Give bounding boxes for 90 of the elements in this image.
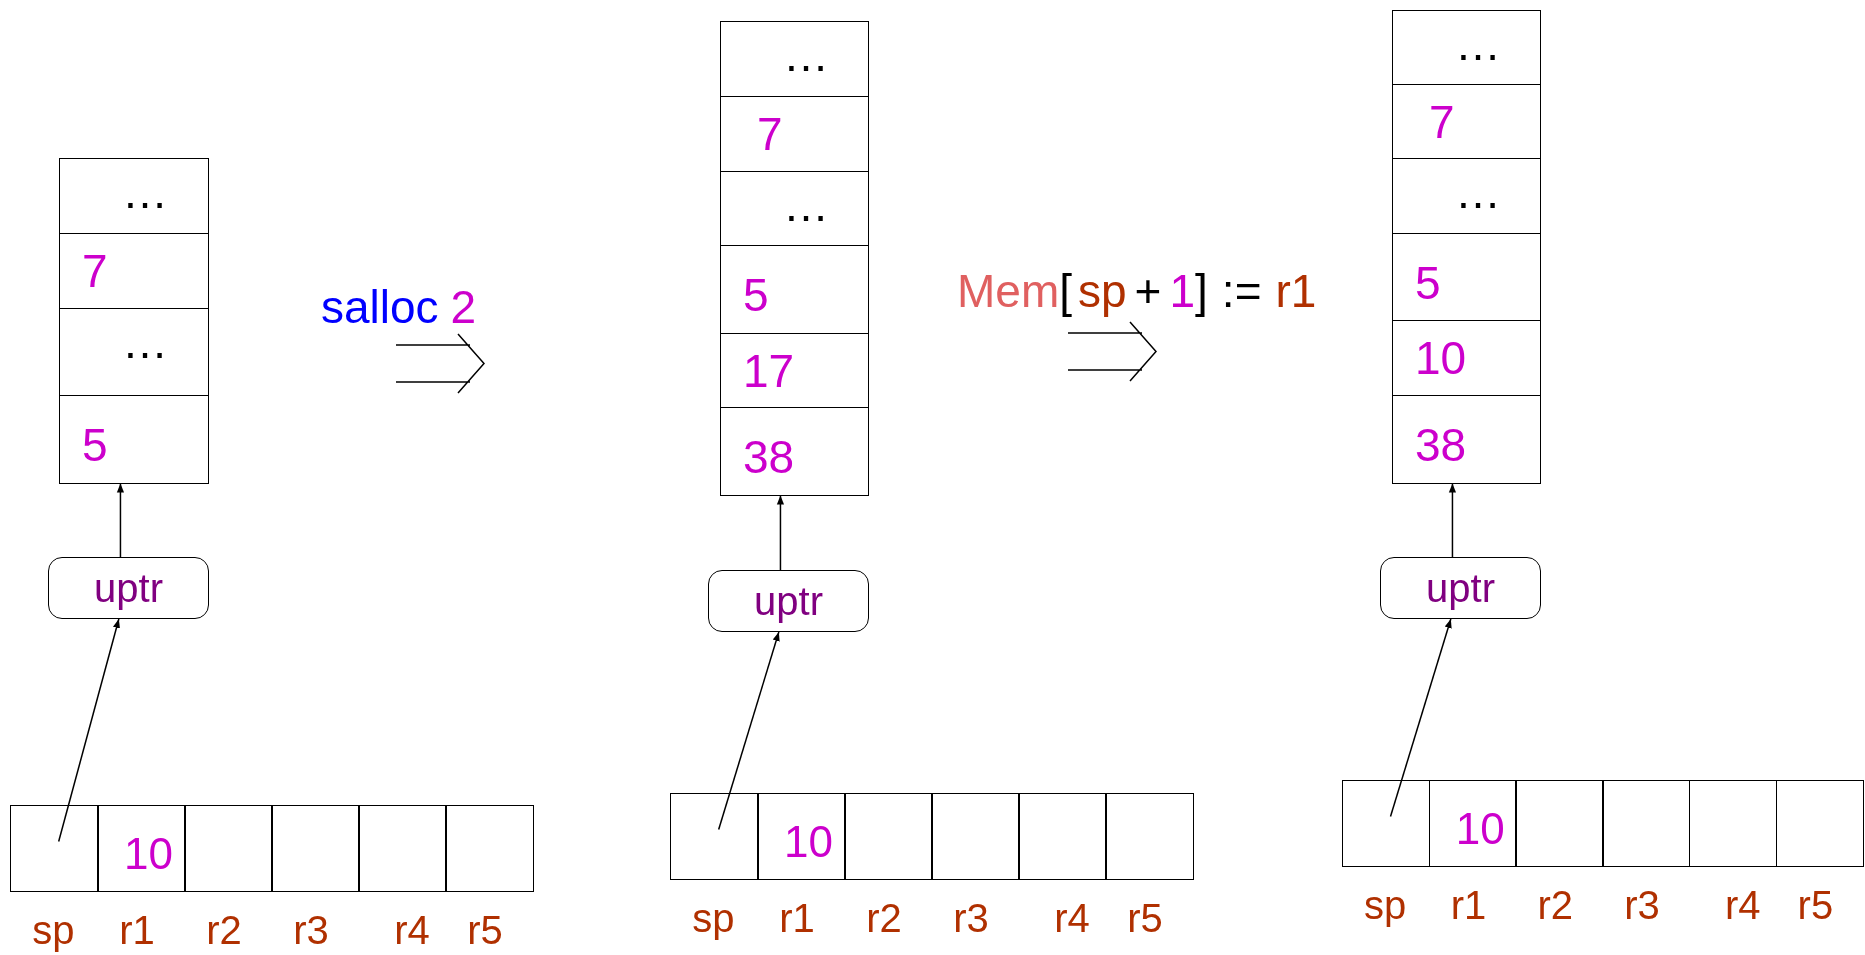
stack-cell <box>59 158 209 235</box>
assignment-text: Mem <box>957 268 1060 314</box>
stack-cell <box>720 333 869 409</box>
arrow <box>57 618 120 843</box>
register-name: r4 <box>394 910 430 950</box>
value-text: … <box>783 32 829 78</box>
pointer-name: uptr <box>754 581 823 621</box>
value-text: … <box>783 182 829 228</box>
instruction-text: salloc <box>321 284 439 330</box>
register-name: r1 <box>1450 885 1487 925</box>
value-text: 7 <box>1429 99 1455 145</box>
register-name: r1 <box>119 910 155 950</box>
arrow <box>776 494 785 571</box>
value-text: 5 <box>743 272 769 318</box>
stack-cell <box>1392 395 1541 484</box>
register-name: r4 <box>1054 898 1090 938</box>
value-text: 10 <box>124 832 173 876</box>
register-cell <box>271 805 360 892</box>
stack-cell <box>59 308 209 397</box>
register-cell <box>10 805 99 892</box>
stack-cell <box>59 395 209 484</box>
pointer-box <box>708 570 869 632</box>
register-cell <box>97 805 186 892</box>
stack-cell <box>1392 320 1541 397</box>
register-name: r5 <box>1797 885 1834 925</box>
value-text: 38 <box>1415 422 1467 468</box>
value-text: 10 <box>1415 335 1467 381</box>
register-name: sp <box>32 910 75 950</box>
value-text: … <box>122 319 168 365</box>
register-cell <box>358 805 447 892</box>
pointer-box <box>48 557 209 619</box>
stack-cell <box>720 96 869 173</box>
pointer-name: uptr <box>1426 568 1495 608</box>
stack-cell <box>1392 233 1541 322</box>
register-name: r3 <box>1624 885 1660 925</box>
register-cell <box>1515 780 1604 867</box>
instruction-text: 2 <box>450 284 477 330</box>
pointer-box <box>1380 557 1541 619</box>
value-text: 10 <box>1455 807 1505 851</box>
assignment-text: + <box>1134 268 1162 314</box>
register-cell <box>670 793 759 880</box>
register-cell <box>184 805 273 892</box>
value-text: 17 <box>743 348 795 394</box>
assignment-text: r1 <box>1275 268 1317 314</box>
register-name: r3 <box>293 910 329 950</box>
register-name: r2 <box>206 910 242 950</box>
value-text: 7 <box>82 248 108 294</box>
register-name: r5 <box>1127 898 1163 938</box>
stack-cell <box>720 171 869 247</box>
value-text: 5 <box>1415 260 1441 306</box>
value-text: 10 <box>784 820 833 864</box>
register-cell <box>757 793 846 880</box>
arrow <box>1389 618 1452 818</box>
register-cell <box>1428 780 1517 867</box>
arrow <box>717 631 780 831</box>
register-name: r4 <box>1724 885 1761 925</box>
arrow <box>1448 482 1457 558</box>
register-cell <box>931 793 1020 880</box>
assignment-text: 1 <box>1169 268 1196 314</box>
stack-cell <box>720 245 869 335</box>
value-text: … <box>1455 169 1501 215</box>
stack-cell <box>1392 10 1541 86</box>
stack-cell <box>59 233 209 310</box>
register-cell <box>1602 780 1691 867</box>
register-cell <box>1775 780 1864 867</box>
register-name: r2 <box>866 898 902 938</box>
register-cell <box>445 805 534 892</box>
value-text: 5 <box>82 422 108 468</box>
register-name: r2 <box>1537 885 1574 925</box>
stack-cell <box>720 21 869 98</box>
value-text: … <box>1455 21 1501 67</box>
register-name: r1 <box>779 898 815 938</box>
arrow <box>116 482 125 558</box>
value-text: 7 <box>757 111 783 157</box>
register-cell <box>1105 793 1194 880</box>
register-name: sp <box>1364 885 1407 925</box>
pointer-name: uptr <box>94 568 163 608</box>
value-text: 38 <box>743 434 795 480</box>
register-name: r3 <box>953 898 989 938</box>
value-text: … <box>122 169 168 215</box>
register-name: r5 <box>467 910 503 950</box>
register-cell <box>1688 780 1777 867</box>
register-name: sp <box>692 898 735 938</box>
stack-cell <box>1392 84 1541 160</box>
register-cell <box>844 793 933 880</box>
register-cell <box>1018 793 1107 880</box>
register-cell <box>1342 780 1431 867</box>
assignment-text: := <box>1221 268 1262 314</box>
stack-cell <box>1392 158 1541 235</box>
stack-cell <box>720 407 869 496</box>
